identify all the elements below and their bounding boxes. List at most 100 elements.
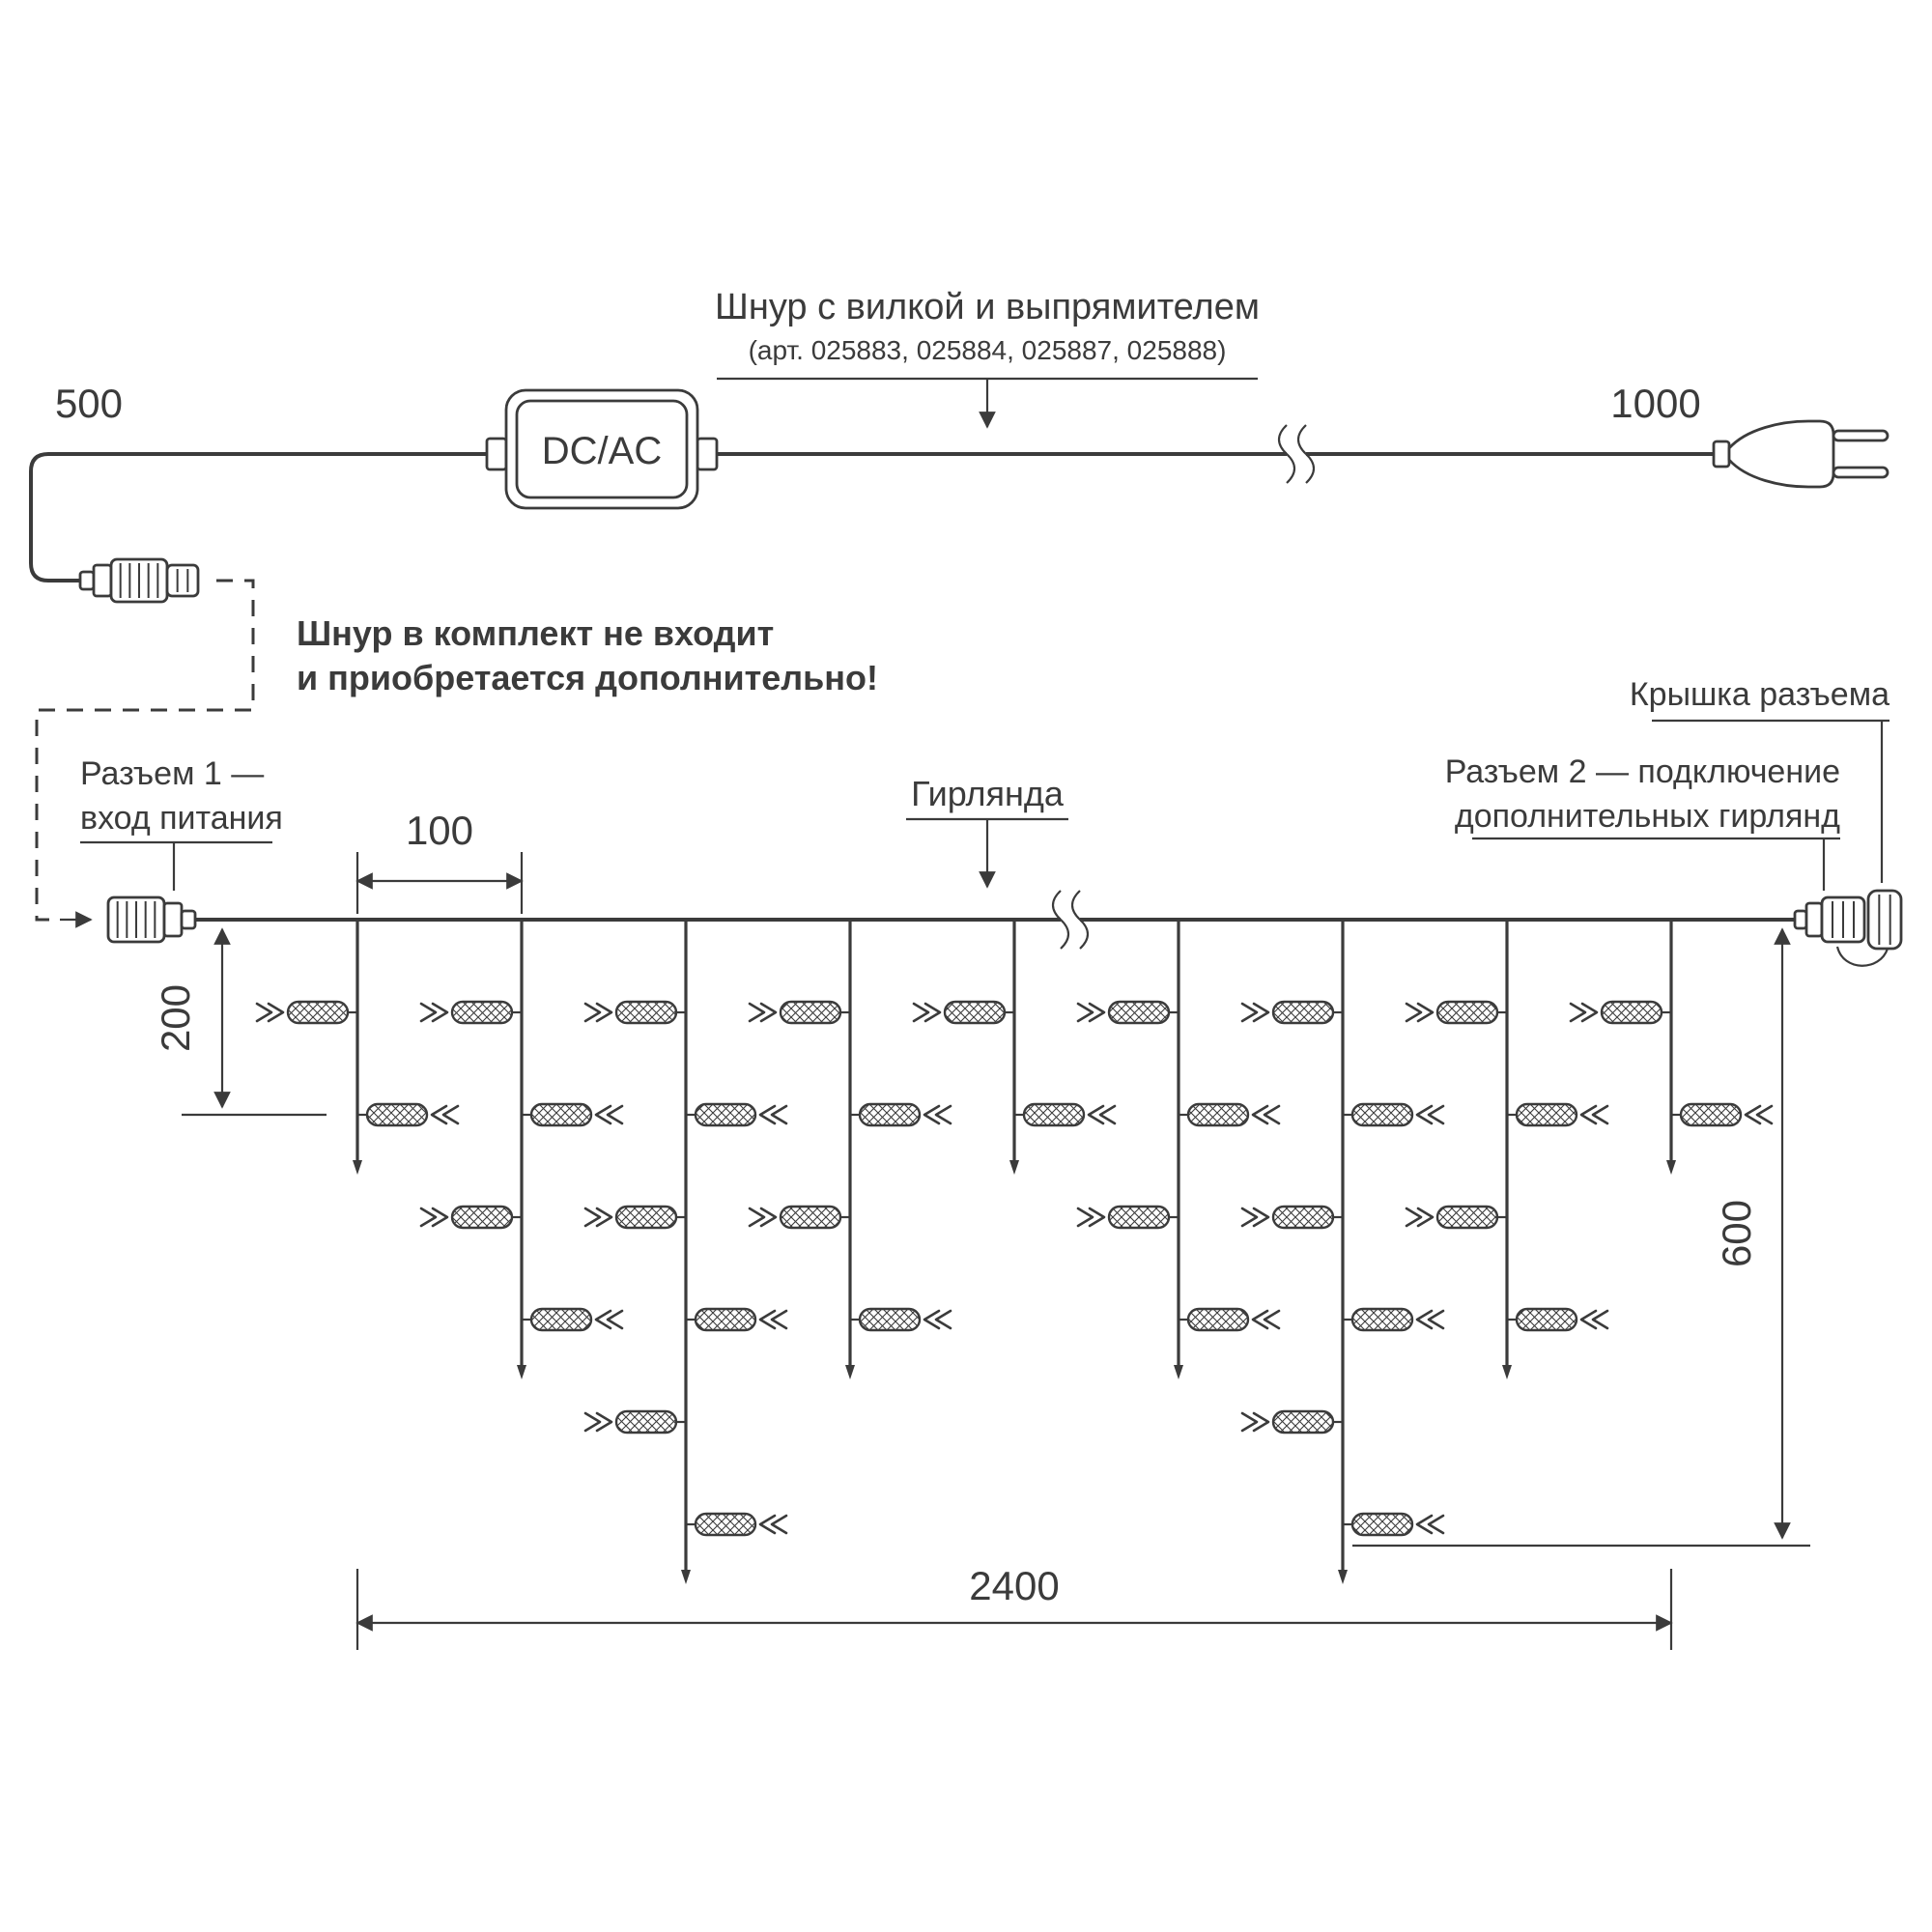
led-bulb: [1179, 1102, 1281, 1127]
bulb-capsule: [529, 1307, 593, 1332]
connector1-label-line1: Разъем 1 —: [80, 755, 264, 792]
led-bulb: [1405, 1205, 1507, 1230]
dim-long-drop-value: 600: [1714, 1200, 1759, 1267]
garland-drop: [583, 920, 788, 1584]
led-bulb: [686, 1512, 788, 1537]
dim-short-drop: 200: [153, 927, 327, 1117]
bulb-clip-chevron-icon: [419, 1002, 438, 1023]
bulb-capsule: [1186, 1102, 1250, 1127]
converter-nub-left: [485, 437, 508, 471]
led-bulb: [1240, 1409, 1343, 1435]
drop-tip: [1666, 1160, 1676, 1175]
bulb-clip-chevron-icon: [1415, 1514, 1434, 1535]
bulb-clip-chevron-icon: [431, 1002, 449, 1023]
wire-break-icon: [1051, 890, 1090, 950]
drop-tip: [1174, 1365, 1183, 1379]
bulb-clip-chevron-icon: [1076, 1207, 1094, 1228]
bulb-capsule: [858, 1102, 922, 1127]
led-bulb: [1671, 1102, 1774, 1127]
bulb-clip-chevron-icon: [1252, 1411, 1270, 1433]
led-bulb: [583, 1409, 686, 1435]
bulb-clip-chevron-icon: [770, 1514, 788, 1535]
connector-segment: [1793, 909, 1808, 930]
dim-drop-spacing-value: 100: [406, 808, 473, 853]
cord-articles: (арт. 025883, 025884, 025887, 025888): [749, 335, 1227, 365]
power-cord: 500 1000 DC/AC: [29, 381, 1889, 604]
plug-prong-top: [1832, 429, 1889, 442]
bulb-clip-chevron-icon: [1416, 1207, 1435, 1228]
led-bulb: [522, 1102, 624, 1127]
bulb-clip-chevron-icon: [1591, 1104, 1609, 1125]
bulb-clip-chevron-icon: [1591, 1309, 1609, 1330]
garland-drop: [255, 920, 460, 1175]
drop-tip: [517, 1365, 526, 1379]
bulb-clip-chevron-icon: [583, 1411, 602, 1433]
bulb-clip-chevron-icon: [595, 1411, 613, 1433]
cap-tether: [1835, 946, 1889, 967]
connector-segment: [180, 909, 197, 930]
bulb-clip-chevron-icon: [1240, 1002, 1259, 1023]
bulb-clip-chevron-icon: [1416, 1002, 1435, 1023]
bulb-clip-chevron-icon: [1755, 1104, 1774, 1125]
bulb-clip-chevron-icon: [770, 1104, 788, 1125]
optional-cord-dashed-path: [35, 579, 255, 922]
led-bulb: [419, 1205, 522, 1230]
garland-drop: [419, 920, 624, 1379]
garland: [106, 424, 1903, 1584]
dim-total-length: 2400: [355, 1563, 1673, 1650]
bulb-capsule: [1022, 1102, 1086, 1127]
bulb-capsule: [614, 1409, 678, 1435]
led-bulb: [850, 1307, 952, 1332]
cap-label: Крышка разъема: [1630, 676, 1889, 713]
cord-wire-left: [29, 452, 491, 582]
bulb-clip-chevron-icon: [759, 1207, 778, 1228]
plug-prong-bottom: [1832, 466, 1889, 479]
bulb-clip-chevron-icon: [441, 1104, 460, 1125]
led-bulb: [1507, 1307, 1609, 1332]
bulb-clip-chevron-icon: [758, 1104, 777, 1125]
led-bulb: [522, 1307, 624, 1332]
connector1-power-input: [106, 895, 197, 944]
connector2-label-line2: дополнительных гирлянд: [1455, 798, 1840, 835]
bulb-clip-chevron-icon: [419, 1207, 438, 1228]
converter-body-inner: [515, 399, 689, 499]
bulb-capsule: [365, 1102, 429, 1127]
bulb-capsule: [1107, 1000, 1171, 1025]
bulb-capsule: [1350, 1102, 1414, 1127]
bulb-capsule: [1350, 1512, 1414, 1537]
cord-left-length-label: 500: [55, 381, 123, 426]
led-bulb: [1569, 1000, 1671, 1025]
bulb-capsule: [694, 1512, 757, 1537]
bulb-clip-chevron-icon: [758, 1514, 777, 1535]
converter-nub-right: [696, 437, 719, 471]
cord-callout: Шнур с вилкой и выпрямителем (арт. 02588…: [715, 287, 1260, 429]
bulb-clip-chevron-icon: [1263, 1309, 1281, 1330]
led-bulb: [686, 1102, 788, 1127]
bulb-clip-chevron-icon: [1427, 1104, 1445, 1125]
bulb-clip-chevron-icon: [1076, 1002, 1094, 1023]
bulb-capsule: [1271, 1409, 1335, 1435]
led-bulb: [1076, 1000, 1179, 1025]
garland-drops: [255, 920, 1774, 1584]
bulb-clip-chevron-icon: [1252, 1207, 1270, 1228]
bulb-clip-chevron-icon: [1251, 1104, 1269, 1125]
bulb-capsule: [1600, 1000, 1663, 1025]
led-bulb: [1405, 1000, 1507, 1025]
bulb-clip-chevron-icon: [267, 1002, 285, 1023]
bulb-clip-chevron-icon: [1240, 1207, 1259, 1228]
bulb-clip-chevron-icon: [1087, 1104, 1105, 1125]
power-plug-icon: [1712, 419, 1889, 489]
bulb-capsule: [694, 1307, 757, 1332]
led-bulb: [1014, 1102, 1117, 1127]
bulb-capsule: [1186, 1307, 1250, 1332]
bulb-capsule: [1435, 1205, 1499, 1230]
drop-tip: [681, 1570, 691, 1584]
bulb-clip-chevron-icon: [1251, 1309, 1269, 1330]
led-bulb: [583, 1205, 686, 1230]
bulb-capsule: [1350, 1307, 1414, 1332]
led-bulb: [583, 1000, 686, 1025]
bulb-clip-chevron-icon: [1415, 1104, 1434, 1125]
dcac-label: DC/AC: [542, 430, 662, 472]
bulb-clip-chevron-icon: [1263, 1104, 1281, 1125]
